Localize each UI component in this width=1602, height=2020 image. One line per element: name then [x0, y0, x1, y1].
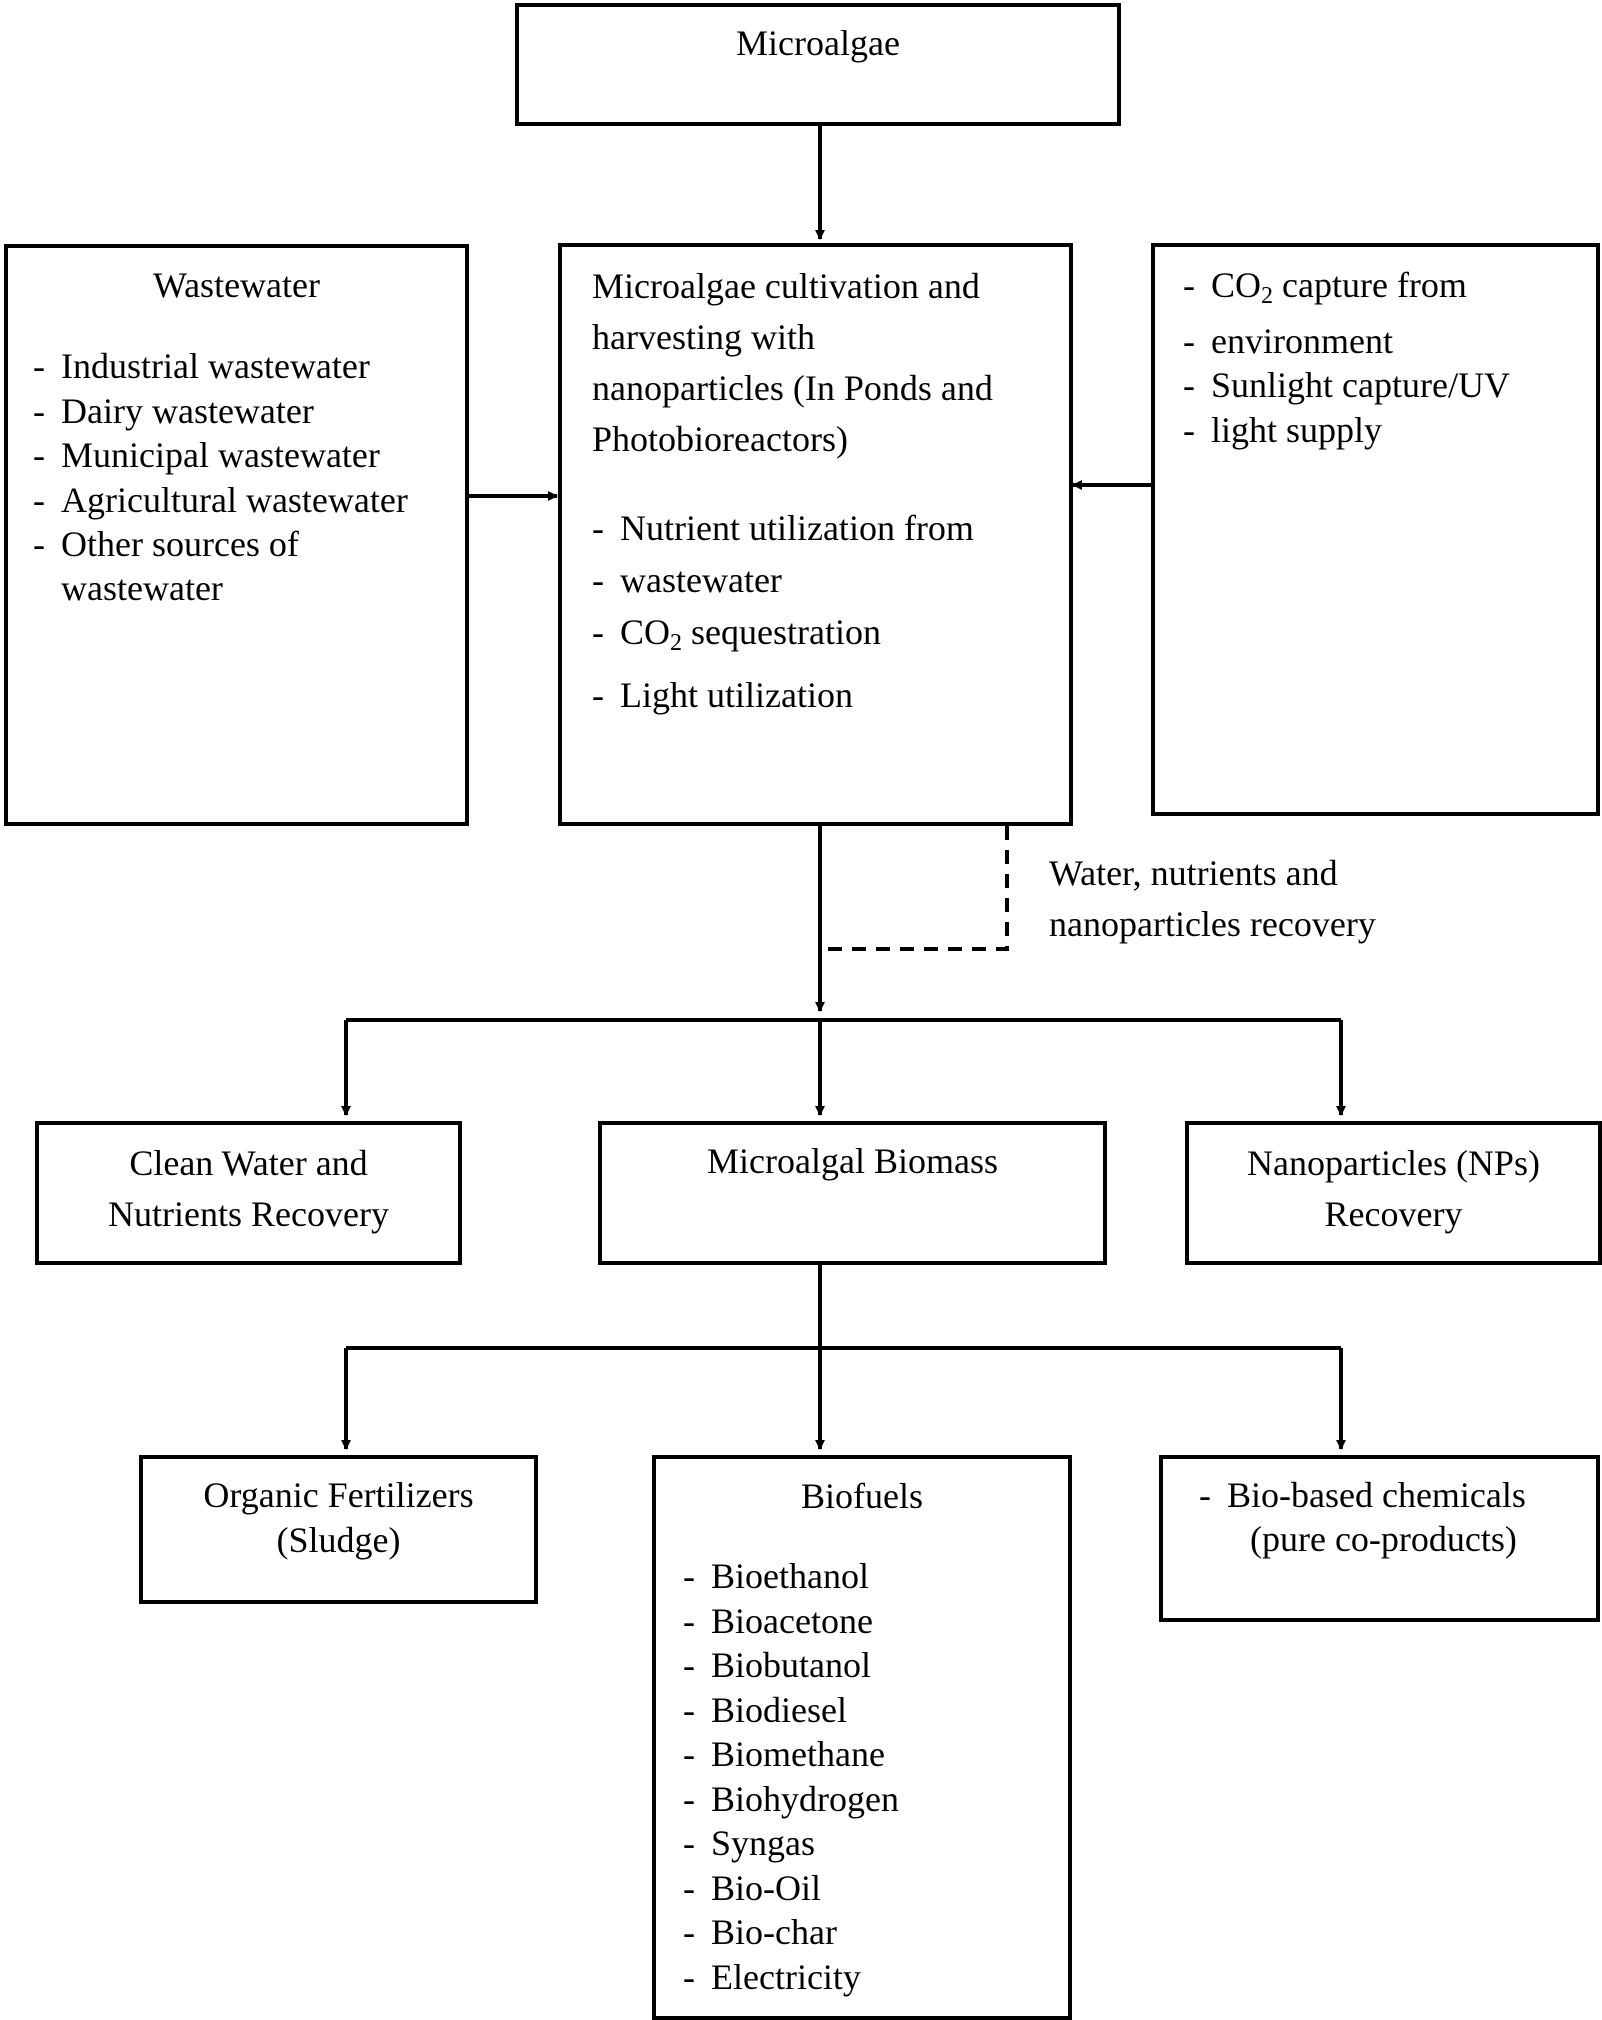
cultivation-title-line: Photobioreactors): [592, 419, 848, 459]
inputs-list: CO2 capture from environment Sunlight ca…: [1183, 263, 1510, 452]
chemicals-continuation: (pure co-products): [1250, 1519, 1517, 1559]
list-item: Bio-Oil: [683, 1866, 899, 1911]
list-item: Bioacetone: [683, 1599, 899, 1644]
recovery-loop-dashed: [820, 826, 1009, 951]
list-item: Agricultural wastewater: [33, 478, 408, 523]
list-item-continuation: environment: [1183, 319, 1510, 364]
list-item: Other sources of: [33, 522, 408, 567]
list-item: Biomethane: [683, 1732, 899, 1777]
cultivation-title-line: nanoparticles (In Ponds and: [592, 368, 993, 408]
nps-label: Nanoparticles (NPs) Recovery: [1247, 1143, 1540, 1234]
clean-water-label: Clean Water and Nutrients Recovery: [108, 1143, 389, 1234]
list-item: Sunlight capture/UV: [1183, 363, 1510, 408]
biofuels-title: Biofuels: [801, 1476, 923, 1516]
microalgae-title: Microalgae: [736, 23, 900, 63]
list-item: CO2 sequestration: [592, 606, 974, 669]
biofuels-list: Bioethanol Bioacetone Biobutanol Biodies…: [683, 1554, 899, 1999]
list-item: Biodiesel: [683, 1688, 899, 1733]
list-item: Dairy wastewater: [33, 389, 408, 434]
list-item-continuation: light supply: [1183, 408, 1510, 453]
wastewater-title: Wastewater: [152, 265, 320, 305]
list-item: Bio-based chemicals: [1199, 1473, 1526, 1518]
biomass-title: Microalgal Biomass: [707, 1141, 998, 1181]
wastewater-list: Industrial wastewater Dairy wastewater M…: [33, 344, 408, 567]
nps-box: [1185, 1121, 1602, 1265]
cultivation-title-line: Microalgae cultivation and: [592, 266, 980, 306]
list-item: Electricity: [683, 1955, 899, 2000]
microalgae-box: [515, 3, 1121, 126]
list-item: Syngas: [683, 1821, 899, 1866]
cultivation-title-line: harvesting with: [592, 317, 815, 357]
biomass-box: [598, 1121, 1107, 1265]
cultivation-title: Microalgae cultivation and harvesting wi…: [592, 261, 993, 465]
clean-water-box: [35, 1121, 462, 1265]
list-item: Bioethanol: [683, 1554, 899, 1599]
list-item: Biobutanol: [683, 1643, 899, 1688]
list-item: CO2 capture from: [1183, 263, 1510, 319]
cultivation-list: Nutrient utilization from wastewater CO2…: [592, 502, 974, 721]
list-item: Nutrient utilization from: [592, 502, 974, 554]
fertilizers-label: Organic Fertilizers (Sludge): [203, 1475, 474, 1560]
list-item: Light utilization: [592, 669, 974, 721]
list-item: Biohydrogen: [683, 1777, 899, 1822]
list-item-continuation: wastewater: [592, 554, 974, 606]
list-item: Bio-char: [683, 1910, 899, 1955]
recovery-label: Water, nutrients and nanoparticles recov…: [1049, 853, 1376, 944]
wastewater-continuation: wastewater: [61, 568, 223, 608]
list-item: Municipal wastewater: [33, 433, 408, 478]
fertilizers-box: [139, 1455, 538, 1604]
chemicals-list: Bio-based chemicals: [1199, 1473, 1526, 1518]
list-item: Industrial wastewater: [33, 344, 408, 389]
